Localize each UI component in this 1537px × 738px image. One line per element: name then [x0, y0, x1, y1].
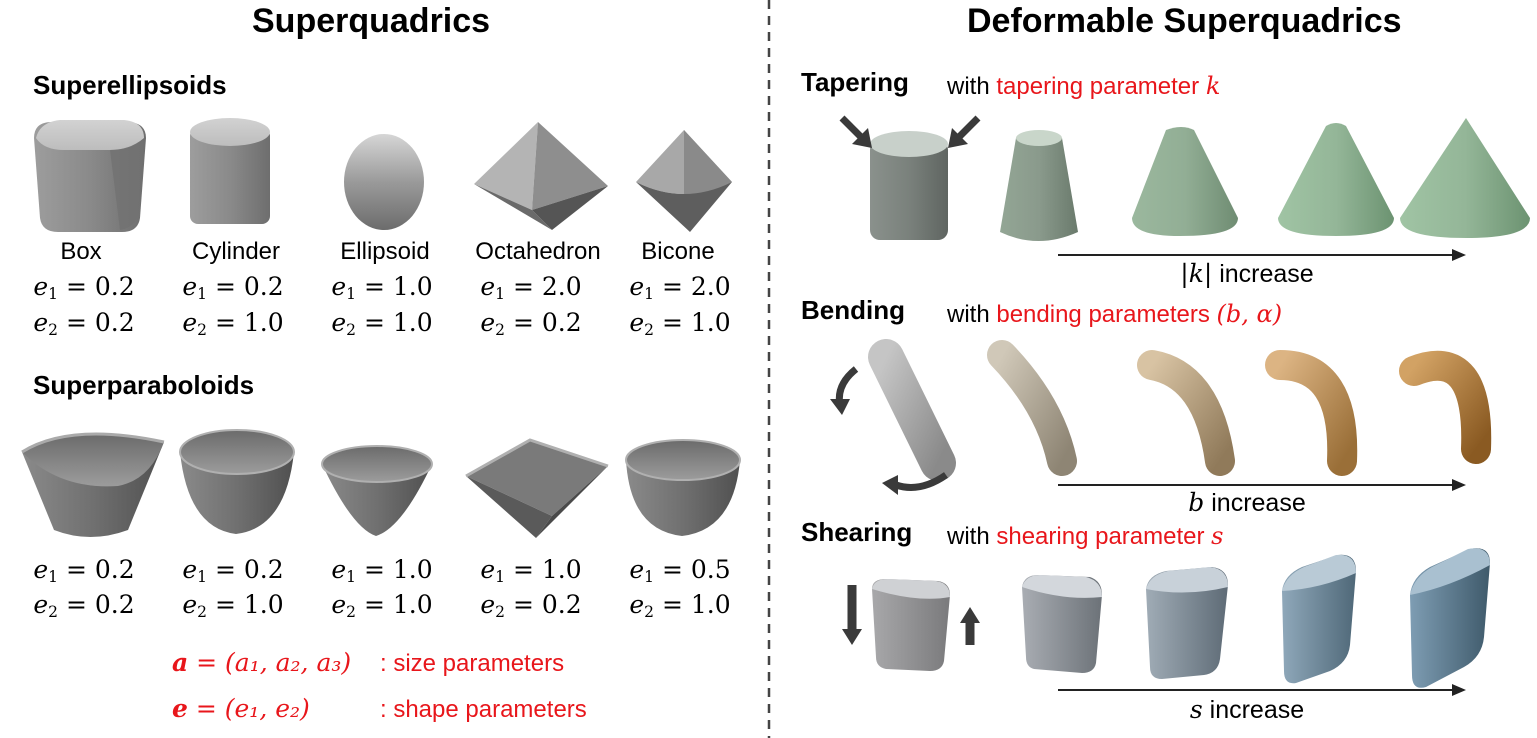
taper-level-2-icon: [1132, 127, 1238, 236]
e2-value: e2 = 1.0: [182, 590, 284, 621]
octahedron-icon: [474, 122, 608, 230]
shear-level-4-icon: [1410, 548, 1490, 688]
paraboloid-bowl-icon: [321, 445, 433, 536]
size-parameter-formula: a = (a₁, a₂, a₃): [172, 648, 352, 677]
size-parameter-label: : size parameters: [380, 650, 565, 677]
tapering-shapes: [839, 115, 1530, 261]
bending-shapes: [830, 339, 1492, 495]
shearing-shapes: [842, 548, 1490, 696]
arrow-up-icon: [960, 607, 980, 645]
ellipsoid-icon: [344, 134, 424, 230]
box-icon: [34, 120, 146, 232]
round-bowl-icon: [179, 429, 295, 534]
bending-caption: with bending parameters (b, α): [947, 300, 1283, 328]
taper-base-cylinder-icon: [870, 131, 948, 240]
superellipsoid-shapes: [34, 118, 732, 232]
e1-value: e1 = 0.2: [182, 272, 284, 303]
taper-level-3-icon: [1278, 123, 1394, 236]
shearing-axis-label: s increase: [1189, 695, 1305, 724]
superparaboloid-shapes: [21, 429, 741, 538]
shape-name-box: Box: [60, 238, 102, 265]
bending-axis-arrow: [1058, 479, 1466, 491]
e2-value: e2 = 0.2: [480, 590, 582, 621]
shape-name-octahedron: Octahedron: [475, 238, 601, 265]
e2-value: e2 = 1.0: [629, 590, 731, 621]
taper-cone-icon: [1400, 118, 1530, 238]
tapering-axis-arrow: [1058, 249, 1466, 261]
arrow-down-right-icon: [839, 115, 872, 148]
curved-arrow-icon: [830, 366, 859, 415]
e2-value: e2 = 1.0: [331, 590, 433, 621]
curved-arrow-icon: [882, 472, 948, 495]
e2-value: e2 = 1.0: [629, 308, 731, 339]
tapering-heading: Tapering: [801, 67, 909, 97]
cylinder-icon: [190, 118, 270, 224]
right-title: Deformable Superquadrics: [967, 2, 1402, 40]
tapering-caption: with tapering parameter k: [947, 72, 1221, 100]
arrow-down-icon: [842, 585, 862, 645]
bend-level-4-icon: [1399, 350, 1492, 464]
superparaboloids-heading: Superparaboloids: [33, 370, 255, 400]
shear-base-box-icon: [872, 579, 950, 671]
shape-parameter-label: : shape parameters: [380, 696, 587, 723]
e1-value: e1 = 1.0: [331, 272, 433, 303]
shape-name-bicone: Bicone: [641, 238, 715, 265]
e1-value: e1 = 2.0: [629, 272, 731, 303]
bending-axis-label: b increase: [1188, 488, 1306, 517]
arrow-down-left-icon: [948, 115, 981, 148]
e2-value: e2 = 0.2: [33, 590, 135, 621]
square-dish-icon: [465, 438, 609, 538]
e2-value: e2 = 0.2: [480, 308, 582, 339]
e1-value: e1 = 1.0: [480, 555, 582, 586]
shearing-caption: with shearing parameter s: [947, 522, 1224, 550]
tapering-axis-label: |k| increase: [1180, 259, 1314, 288]
shape-name-cylinder: Cylinder: [191, 238, 281, 265]
bend-level-1-icon: [987, 340, 1077, 476]
bend-base-capsule-icon: [868, 339, 956, 481]
square-bowl-icon: [21, 432, 165, 537]
e1-value: e1 = 0.2: [33, 272, 135, 303]
e1-value: e1 = 1.0: [331, 555, 433, 586]
shape-name-ellipsoid: Ellipsoid: [340, 238, 430, 265]
bending-heading: Bending: [801, 295, 905, 325]
shear-level-2-icon: [1146, 567, 1228, 679]
e1-value: e1 = 0.5: [629, 555, 731, 586]
superellipsoids-heading: Superellipsoids: [33, 70, 227, 100]
bend-level-3-icon: [1265, 350, 1358, 476]
taper-level-1-icon: [1000, 130, 1078, 241]
shape-parameter-formula: e = (e₁, e₂): [172, 694, 310, 723]
shear-level-3-icon: [1282, 554, 1356, 684]
e2-value: e2 = 1.0: [182, 308, 284, 339]
e1-value: e1 = 2.0: [480, 272, 582, 303]
e1-value: e1 = 0.2: [33, 555, 135, 586]
e2-value: e2 = 1.0: [331, 308, 433, 339]
shear-level-1-icon: [1022, 575, 1102, 673]
bend-level-2-icon: [1137, 350, 1235, 476]
deep-bowl-icon: [625, 439, 741, 536]
shearing-heading: Shearing: [801, 517, 913, 547]
left-title: Superquadrics: [252, 2, 491, 40]
bicone-icon: [636, 130, 732, 232]
shearing-axis-arrow: [1058, 684, 1466, 696]
e1-value: e1 = 0.2: [182, 555, 284, 586]
e2-value: e2 = 0.2: [33, 308, 135, 339]
